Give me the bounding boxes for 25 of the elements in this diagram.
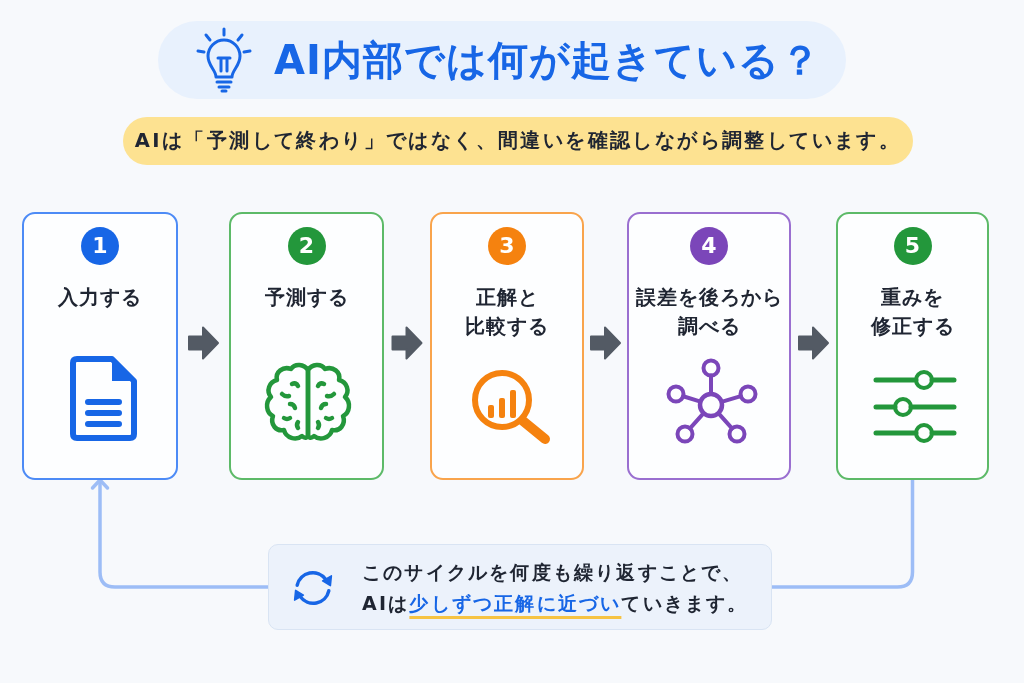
step-number: 2 <box>287 227 326 265</box>
step-card <box>22 212 178 480</box>
step-label: 正解と比較する <box>465 284 549 340</box>
arrow <box>188 326 219 360</box>
step-number: 5 <box>893 227 932 265</box>
step-card <box>627 212 791 480</box>
step-label: 重みを修正する <box>870 284 955 340</box>
arrow <box>798 326 829 360</box>
step-card <box>836 212 989 480</box>
arrow <box>590 326 621 360</box>
step-label: 予測する <box>264 284 349 311</box>
arrow <box>391 326 423 360</box>
subtitle-banner: AIは「予測して終わり」ではなく、間違いを確認しながら調整しています。 <box>123 117 913 165</box>
arrow <box>90 478 270 589</box>
note-text: このサイクルを何度も繰り返すことで、AIは少しずつ正解に近づいていきます。 <box>362 560 749 616</box>
step-number: 4 <box>690 227 728 265</box>
connector-line <box>770 478 915 589</box>
step-number: 3 <box>488 227 526 265</box>
step-label: 入力する <box>58 284 142 311</box>
note-box <box>268 544 772 630</box>
step-card <box>430 212 584 480</box>
title: AI内部では何が起きている？ <box>274 36 821 85</box>
step-label: 誤差を後ろから調べる <box>635 284 783 340</box>
step-card <box>229 212 384 480</box>
step-number: 1 <box>81 227 119 265</box>
